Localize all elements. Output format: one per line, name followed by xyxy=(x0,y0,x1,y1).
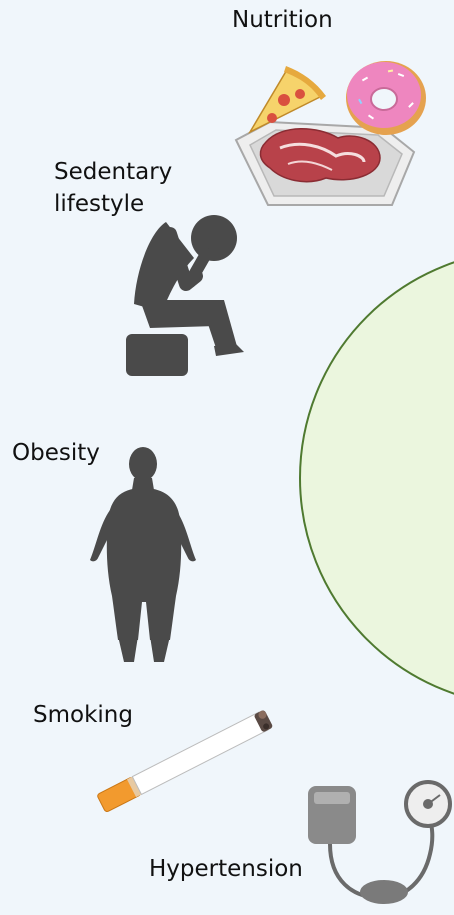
label-sedentary-lifestyle: Sedentary lifestyle xyxy=(54,156,172,220)
label-nutrition: Nutrition xyxy=(232,4,333,36)
label-obesity: Obesity xyxy=(12,437,100,469)
obese-figure-icon xyxy=(90,447,196,662)
sitting-person-icon xyxy=(126,215,244,376)
label-smoking: Smoking xyxy=(33,699,133,731)
central-circle xyxy=(300,250,454,706)
junk-food-icon xyxy=(236,61,426,205)
label-hypertension: Hypertension xyxy=(149,853,303,885)
blood-pressure-monitor-icon xyxy=(308,782,450,904)
